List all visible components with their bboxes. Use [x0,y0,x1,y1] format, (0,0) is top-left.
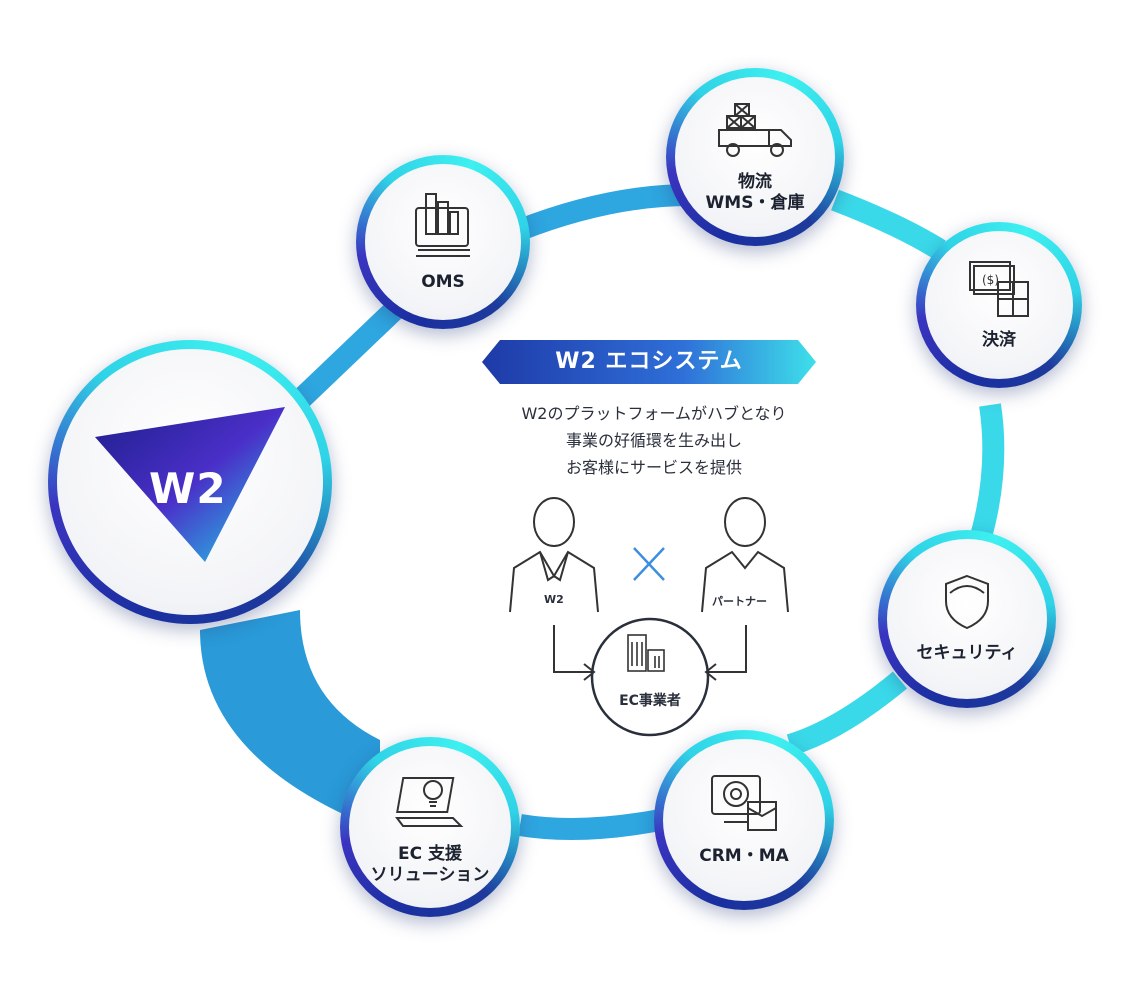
actor-partner-label: パートナー [712,595,767,608]
node-oms[interactable]: OMS [356,155,530,329]
banner-shape [482,340,816,384]
connector-payment-security [969,403,1005,544]
tagline-line-2: 事業の好循環を生み出し [565,431,742,450]
left-person-head [533,497,575,547]
node-ec-support-label: EC 支援 ソリューション [370,843,490,885]
arrow-right [708,625,747,673]
calculator-money-icon: ($) [969,261,1029,318]
buildings-icon [627,634,665,672]
right-person-head [724,497,766,547]
w2-logo-icon [95,407,285,562]
truck-icon [718,102,792,157]
node-payment[interactable]: ($) 決済 [916,222,1082,388]
shield-icon [945,575,989,630]
lightbulb-laptop-icon [395,776,464,827]
connector-crm-ec [518,809,663,840]
hub-logo-text: W2 [149,464,227,513]
arrow-left [553,625,592,673]
hub-node[interactable]: W2 [48,340,332,624]
node-crm-label: CRM・MA [699,846,789,867]
monitor-target-icon [711,775,777,832]
tagline-line-3: お客様にサービスを提供 [565,458,742,477]
connector-ec-hub [200,610,380,830]
node-ec-support[interactable]: EC 支援 ソリューション [340,737,520,917]
node-logistics[interactable]: 物流 WMS・倉庫 [666,68,844,246]
svg-text:($): ($) [982,273,999,287]
connector-oms-logistics [516,184,691,241]
node-security[interactable]: セキュリティ [878,530,1056,708]
title-banner: W2 エコシステム [482,340,816,384]
node-logistics-label: 物流 WMS・倉庫 [705,171,805,213]
actor-ec-label: EC事業者 [619,693,681,709]
cross-icon [633,547,665,581]
right-person-body [701,550,789,613]
tagline: W2のプラットフォームがハブとなり 事業の好循環を生み出し お客様にサービスを提… [474,400,834,481]
ec-business-circle [590,617,710,737]
tagline-line-1: W2のプラットフォームがハブとなり [521,404,787,423]
node-security-label: セキュリティ [916,643,1018,664]
connector-security-crm [786,671,908,756]
node-crm[interactable]: CRM・MA [654,730,834,910]
connector-logistics-payment [831,189,946,260]
page-title: W2 エコシステム [555,349,743,374]
monitor-chart-icon [415,193,470,258]
node-oms-label: OMS [421,272,465,293]
node-payment-label: 決済 [982,330,1016,351]
actor-w2-label: W2 [544,593,564,606]
